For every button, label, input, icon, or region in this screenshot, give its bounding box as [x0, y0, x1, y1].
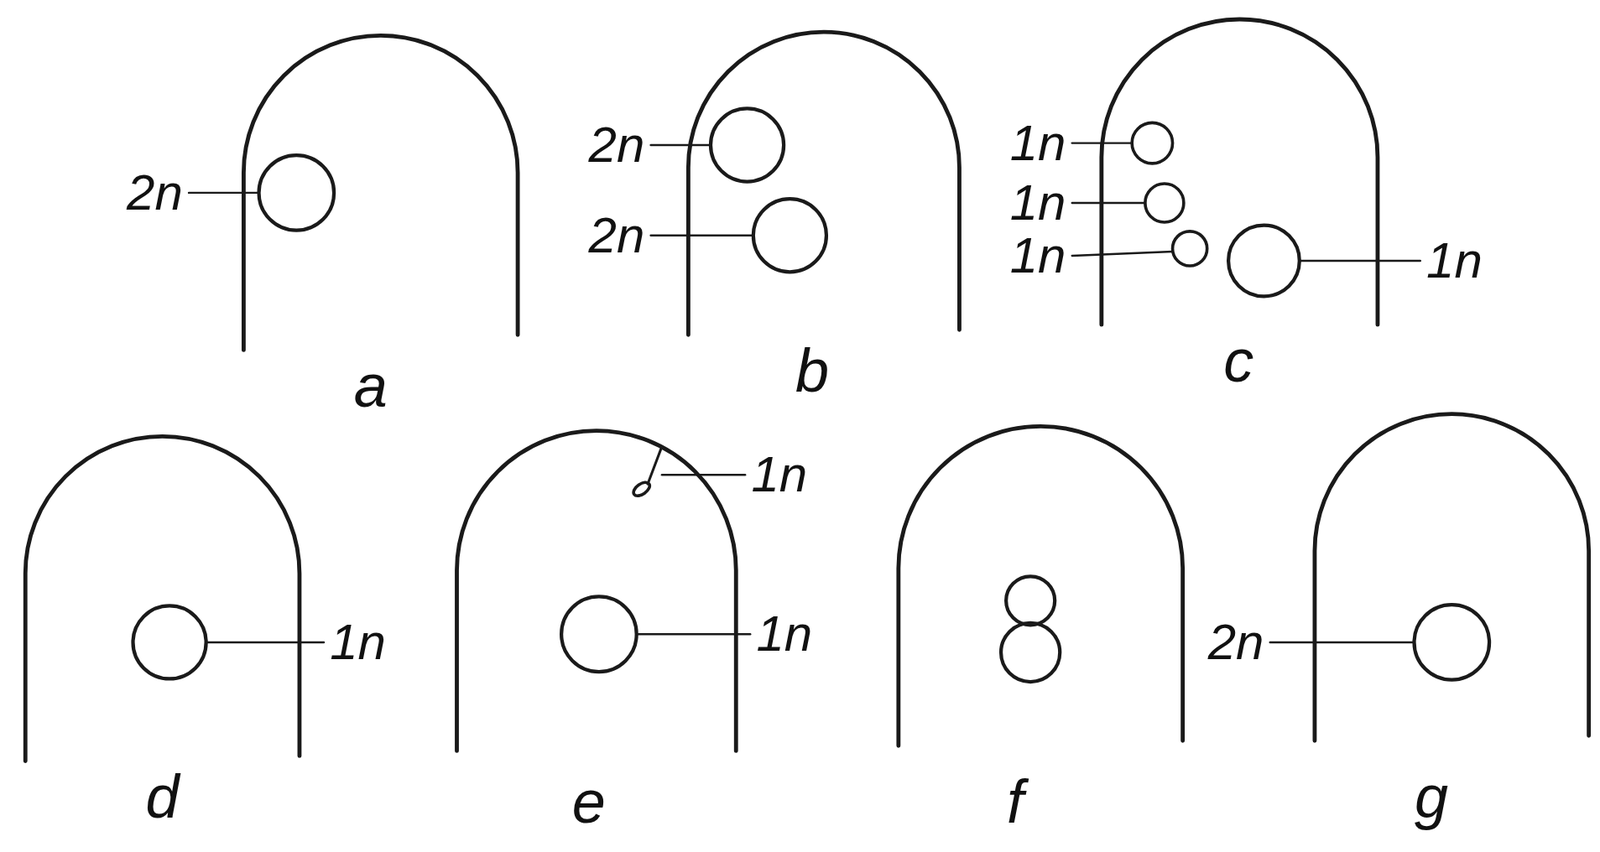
leader-line	[1270, 641, 1415, 644]
cell-outline	[687, 31, 959, 335]
nucleus	[133, 605, 207, 679]
nucleus	[259, 155, 335, 231]
panel-letter: f	[1006, 771, 1024, 833]
cell-outline	[1314, 414, 1590, 742]
leader-line	[1072, 202, 1146, 204]
ploidy-label: 2n	[588, 210, 646, 261]
nucleus	[1228, 225, 1300, 298]
nucleus	[1131, 122, 1173, 163]
nucleus	[1145, 183, 1184, 223]
leader-line	[1072, 141, 1132, 144]
leader-line	[636, 633, 751, 636]
cell-outline	[898, 426, 1184, 746]
leader-line	[651, 144, 711, 146]
nucleus	[1172, 231, 1208, 266]
fusing-nucleus	[1005, 576, 1055, 626]
cell-outline	[243, 35, 518, 350]
panel-letter: g	[1414, 766, 1449, 828]
ploidy-label: 1n	[1010, 230, 1067, 282]
ploidy-label: 2n	[1208, 617, 1265, 668]
nucleus	[1414, 604, 1491, 681]
panel-letter: a	[354, 355, 388, 417]
ploidy-label: 1n	[329, 617, 386, 668]
nucleus	[561, 596, 637, 673]
sperm-tail	[647, 446, 662, 485]
panel-letter: d	[145, 766, 180, 828]
panel-letter: e	[572, 771, 606, 833]
panel-letter: c	[1223, 330, 1254, 391]
leader-line	[651, 234, 754, 237]
leader-line	[661, 474, 746, 476]
ploidy-label: 2n	[588, 119, 646, 171]
ploidy-label: 1n	[750, 449, 808, 501]
cell-outline	[25, 436, 300, 761]
ploidy-label: 1n	[1010, 177, 1067, 229]
leader-line	[188, 192, 259, 194]
ploidy-label: 1n	[1426, 235, 1483, 287]
leader-line	[206, 641, 324, 644]
nucleus	[710, 108, 784, 182]
panel-letter: b	[795, 340, 829, 402]
nucleus	[753, 198, 827, 272]
cell-outline	[457, 431, 737, 752]
ploidy-label: 1n	[755, 609, 813, 660]
cell-outline	[1101, 19, 1378, 325]
leader-line	[1072, 251, 1173, 256]
ploidy-label: 1n	[1010, 118, 1067, 169]
ploidy-label: 2n	[126, 167, 183, 219]
leader-line	[1299, 260, 1421, 262]
fusing-nucleus	[1000, 623, 1060, 683]
